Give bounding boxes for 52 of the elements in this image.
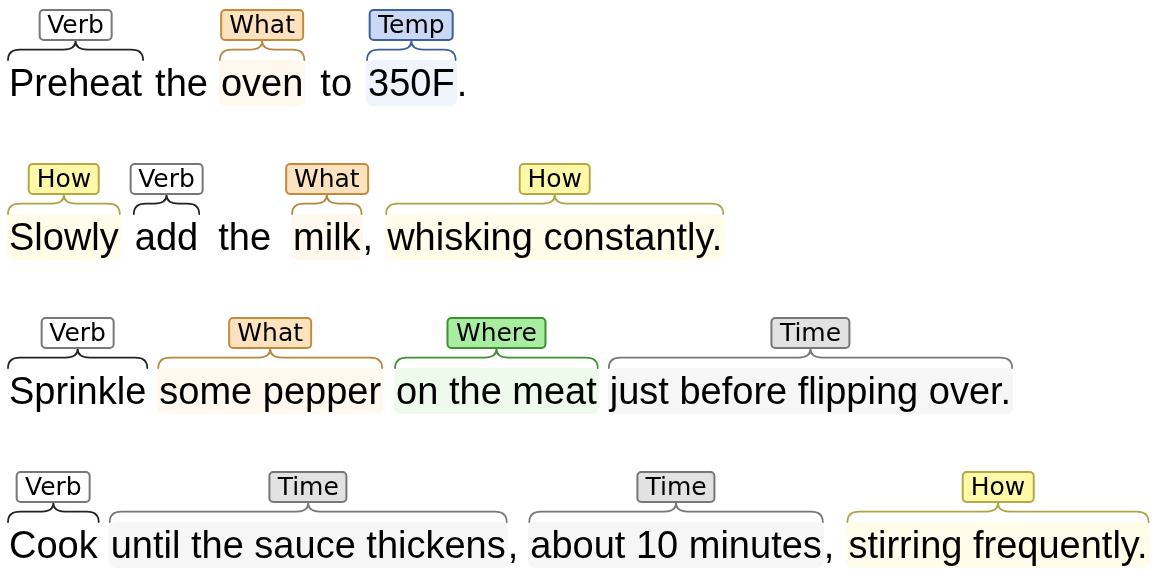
category-tag: Temp [369, 9, 454, 41]
highlighted-phrase: some pepper [157, 368, 384, 414]
phrase: Cook [7, 522, 100, 568]
curly-brace [528, 502, 824, 523]
highlighted-phrase: on the meat [394, 368, 599, 414]
highlighted-phrase: oven [218, 60, 306, 106]
word: the [218, 215, 272, 260]
category-tag: What [220, 9, 304, 41]
curly-brace [108, 502, 508, 523]
category-tag: Time [770, 317, 851, 349]
word: to [320, 61, 353, 106]
curly-brace [132, 194, 201, 215]
category-tag: What [228, 317, 313, 349]
curly-brace [394, 348, 599, 369]
category-tag: Time [268, 471, 348, 503]
phrase: Sprinkle [7, 368, 149, 414]
highlighted-phrase: 350F [366, 60, 457, 106]
phrase: Preheat [7, 60, 145, 106]
category-tag: Verb [129, 163, 204, 195]
highlighted-phrase: about 10 minutes [528, 522, 824, 568]
category-tag: Where [446, 317, 546, 349]
category-tag: What [284, 163, 369, 195]
curly-brace [219, 40, 306, 61]
curly-brace [607, 348, 1014, 369]
highlighted-phrase: whisking constantly. [385, 214, 725, 260]
punctuation-mark: . [456, 61, 468, 106]
curly-brace [7, 40, 144, 61]
category-tag: How [27, 163, 101, 195]
highlighted-phrase: stirring frequently. [846, 522, 1150, 568]
curly-brace [7, 348, 149, 369]
word: the [155, 61, 208, 106]
curly-brace [157, 348, 383, 369]
category-tag: Verb [38, 9, 113, 41]
curly-brace [7, 194, 121, 215]
curly-brace [366, 40, 457, 61]
punctuation-mark: , [507, 523, 519, 568]
punctuation-mark: , [362, 215, 374, 260]
category-tag: Verb [16, 471, 91, 503]
curly-brace [291, 194, 363, 215]
highlighted-phrase: until the sauce thickens [108, 522, 508, 568]
highlighted-phrase: Slowly [7, 214, 121, 260]
category-tag: Time [636, 471, 716, 503]
punctuation-mark: , [823, 523, 835, 568]
highlighted-phrase: milk [291, 214, 363, 260]
category-tag: How [518, 163, 591, 195]
phrase: add [132, 214, 201, 260]
category-tag: Verb [40, 317, 115, 349]
curly-brace [7, 502, 100, 523]
curly-brace [846, 502, 1150, 523]
highlighted-phrase: just before flipping over. [607, 368, 1014, 414]
curly-brace [385, 194, 725, 215]
category-tag: How [961, 471, 1035, 503]
